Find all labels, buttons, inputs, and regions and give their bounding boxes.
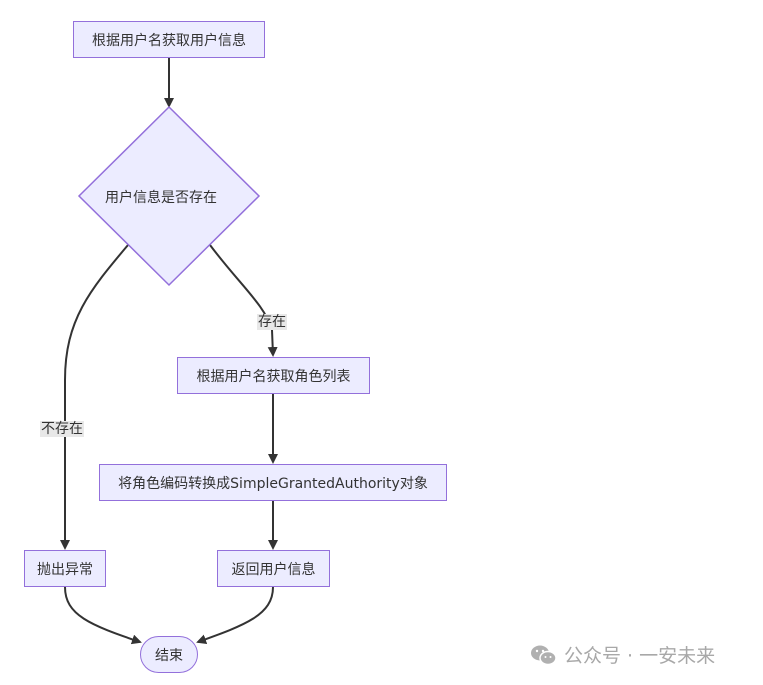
watermark-text: 公众号 · 一安未来	[564, 645, 716, 667]
node-convert: 将角色编码转换成SimpleGrantedAuthority对象	[99, 464, 447, 501]
node-get-roles-label: 根据用户名获取角色列表	[196, 368, 351, 385]
node-end: 结束	[140, 636, 198, 673]
decision-label: 用户信息是否存在	[105, 190, 217, 206]
edge-label-not-exists: 不存在	[40, 421, 84, 437]
node-get-user: 根据用户名获取用户信息	[73, 21, 265, 58]
watermark: 公众号 · 一安未来	[530, 641, 715, 668]
node-get-user-label: 根据用户名获取用户信息	[92, 32, 246, 49]
node-end-label: 结束	[155, 647, 183, 664]
edge-return-to-end	[196, 586, 274, 644]
edge-throw-to-end	[64, 586, 142, 645]
edge-label-exists: 存在	[257, 314, 287, 330]
node-throw-label: 抛出异常	[37, 561, 93, 578]
node-return-user: 返回用户信息	[217, 550, 330, 587]
edge-decision-to-throw	[60, 244, 129, 550]
decision-diamond	[77, 105, 261, 287]
node-return-user-label: 返回用户信息	[231, 561, 316, 578]
edge-decision-to-get-roles	[209, 244, 278, 357]
node-get-roles: 根据用户名获取角色列表	[177, 357, 370, 394]
node-convert-label: 将角色编码转换成SimpleGrantedAuthority对象	[118, 475, 428, 492]
node-throw: 抛出异常	[24, 550, 106, 587]
wechat-icon	[531, 645, 557, 665]
